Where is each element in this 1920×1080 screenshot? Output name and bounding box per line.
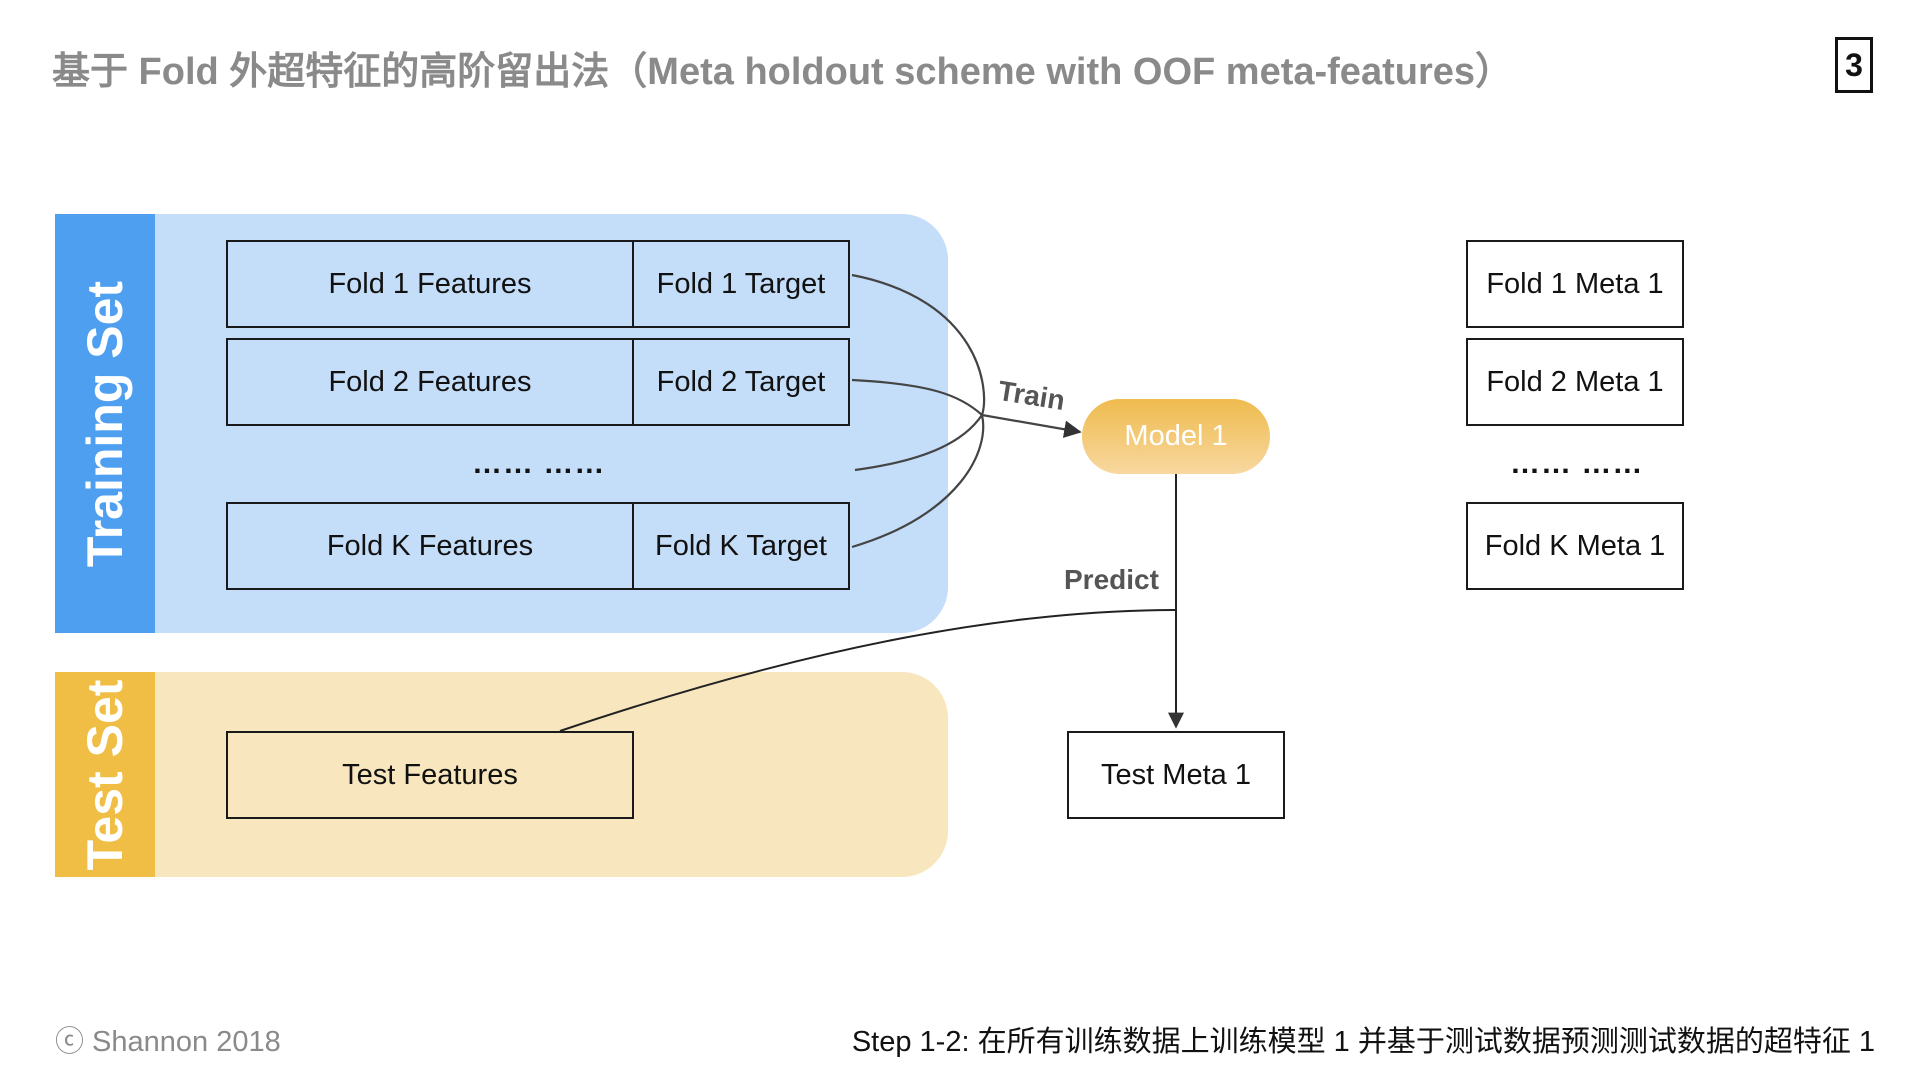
copyright-footer: ⓒ Shannon 2018 xyxy=(55,1026,281,1058)
fold-k-features-box: Fold K Features xyxy=(226,502,634,590)
fold-2-features-box: Fold 2 Features xyxy=(226,338,634,426)
fold-1-target-box: Fold 1 Target xyxy=(632,240,850,328)
test-features-connector xyxy=(559,609,1177,732)
meta-ellipsis: …… …… xyxy=(1510,447,1644,480)
fold-ellipsis-connector xyxy=(854,414,983,472)
predict-edge-label: Predict xyxy=(1064,564,1159,595)
folds-ellipsis: …… …… xyxy=(472,447,606,480)
test-set-band: Test Set xyxy=(55,672,155,877)
fold-1-features-box: Fold 1 Features xyxy=(226,240,634,328)
fold-k-target-box: Fold K Target xyxy=(632,502,850,590)
model-1-node: Model 1 xyxy=(1082,399,1270,474)
train-arrow xyxy=(981,413,1082,438)
fold-2-target-connector xyxy=(851,378,983,416)
training-set-band: Training Set xyxy=(55,214,155,633)
fold-1-target-connector xyxy=(851,273,986,416)
test-meta-box: Test Meta 1 xyxy=(1067,731,1285,819)
step-caption: Step 1-2: 在所有训练数据上训练模型 1 并基于测试数据预测测试数据的超… xyxy=(851,1026,1875,1058)
fold-1-meta-box: Fold 1 Meta 1 xyxy=(1466,240,1684,328)
page-number: 3 xyxy=(1835,37,1873,93)
fold-k-target-connector xyxy=(851,414,985,549)
slide-title: 基于 Fold 外超特征的高阶留出法（Meta holdout scheme w… xyxy=(52,51,1513,93)
test-features-box: Test Features xyxy=(226,731,634,819)
fold-2-target-box: Fold 2 Target xyxy=(632,338,850,426)
fold-2-meta-box: Fold 2 Meta 1 xyxy=(1466,338,1684,426)
fold-k-meta-box: Fold K Meta 1 xyxy=(1466,502,1684,590)
